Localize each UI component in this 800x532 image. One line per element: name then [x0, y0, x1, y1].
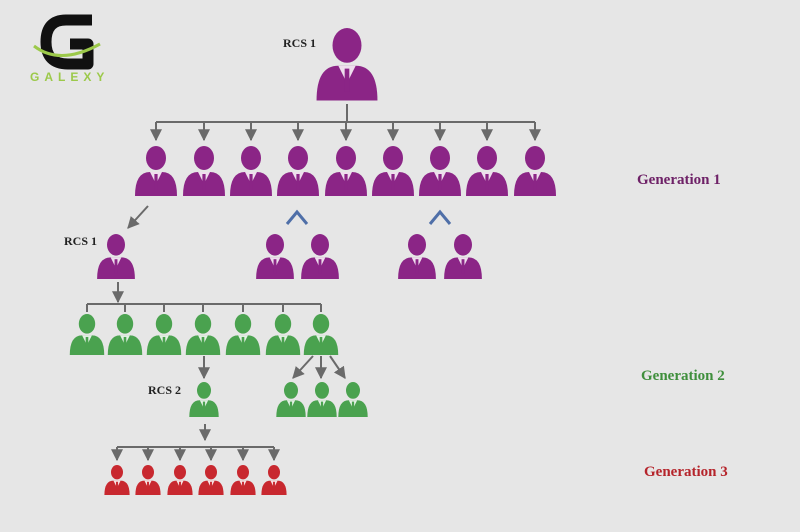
generation-1-label: Generation 1 — [637, 172, 721, 188]
gen1-person-icon-4 — [277, 146, 319, 196]
rcs2-person-icon — [189, 382, 219, 417]
gen2-branch-person-icon-3 — [338, 382, 368, 417]
gen1-person-icon-6 — [372, 146, 414, 196]
gen1-person-icon-9 — [514, 146, 556, 196]
gen1-person-icon-3 — [230, 146, 272, 196]
gen1-branch-b-person-icon-1 — [398, 234, 436, 279]
gen1-child-label: RCS 1 — [64, 234, 98, 248]
gen3-person-icon-5 — [230, 465, 256, 495]
gen1-branch-a-person-icon-1 — [256, 234, 294, 279]
gen2-person-icon-5 — [225, 314, 261, 355]
gen2-child-label: RCS 2 — [148, 383, 182, 397]
gen3-person-icon-6 — [261, 465, 287, 495]
gen1-person-icon-7 — [419, 146, 461, 196]
logo-wordmark: GALEXY — [30, 70, 110, 84]
galexy-logo-icon — [33, 14, 101, 70]
rcs1-child-person-icon — [97, 234, 135, 279]
gen1-person-icon-2 — [183, 146, 225, 196]
gen3-person-icon-3 — [167, 465, 193, 495]
connector-lines — [86, 104, 541, 462]
gen1-person-icon-8 — [466, 146, 508, 196]
gen1-branch-a-person-icon-2 — [301, 234, 339, 279]
gen2-person-icon-7 — [303, 314, 339, 355]
gen3-person-icon-4 — [198, 465, 224, 495]
gen3-person-icon-2 — [135, 465, 161, 495]
gen1-branch-b-person-icon-2 — [444, 234, 482, 279]
generation-3-label: Generation 3 — [644, 464, 728, 480]
gen3-person-icon-1 — [104, 465, 130, 495]
generation-2-label: Generation 2 — [641, 368, 725, 384]
people-nodes — [69, 28, 556, 495]
gen2-branch-person-icon-1 — [276, 382, 306, 417]
gen2-branch-person-icon-2 — [307, 382, 337, 417]
gen2-person-icon-2 — [107, 314, 143, 355]
gen1-person-icon-5 — [325, 146, 367, 196]
gen1-person-icon-1 — [135, 146, 177, 196]
gen2-person-icon-1 — [69, 314, 105, 355]
gen2-person-icon-4 — [185, 314, 221, 355]
root-node-label: RCS 1 — [283, 36, 317, 50]
gen2-person-icon-6 — [265, 314, 301, 355]
gen2-person-icon-3 — [146, 314, 182, 355]
root-person-icon — [316, 28, 378, 101]
